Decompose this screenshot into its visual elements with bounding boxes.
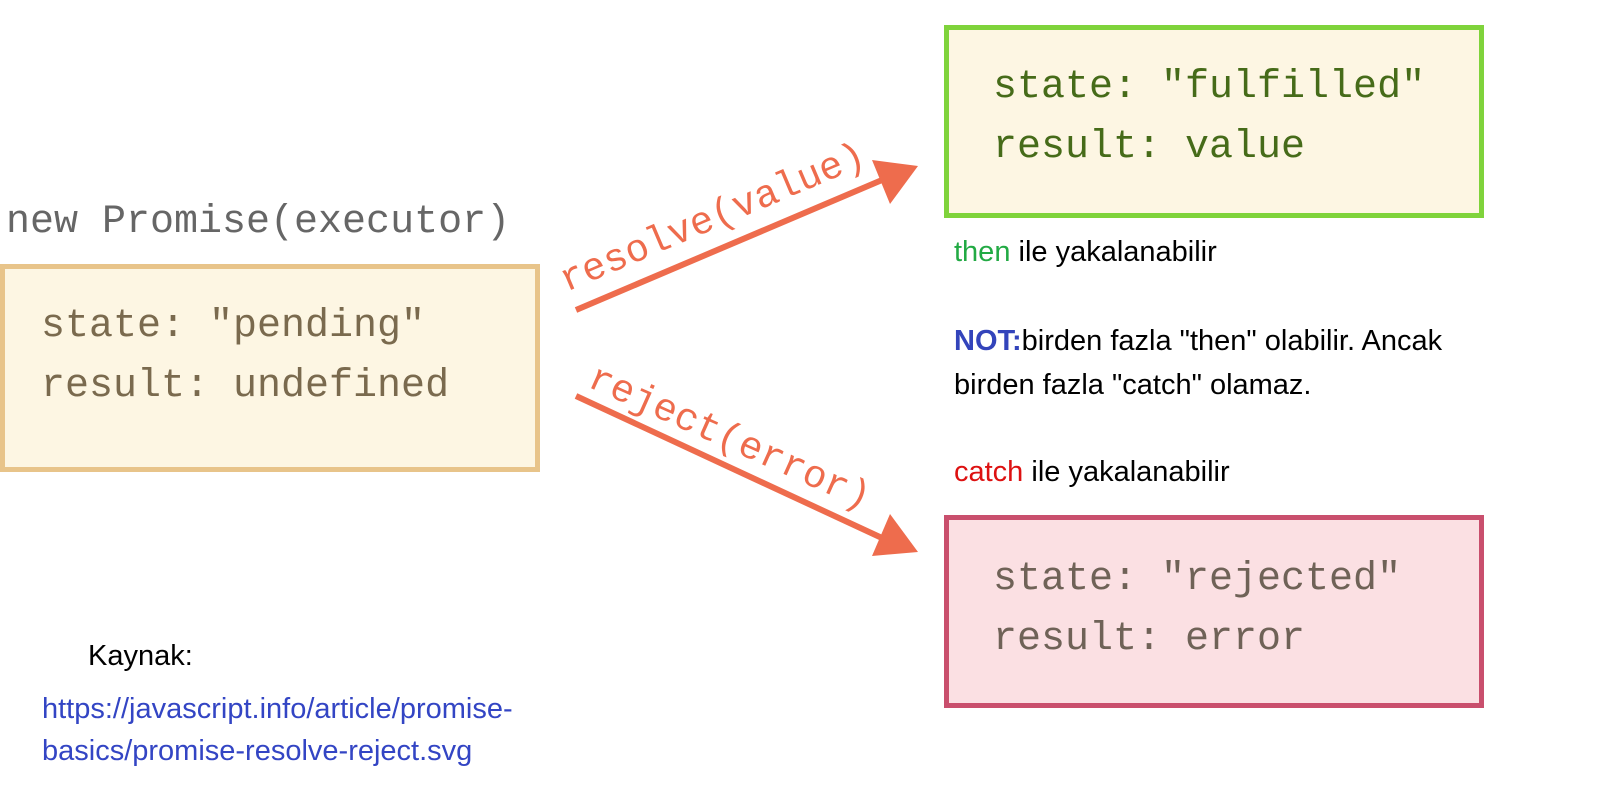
reject-label: reject(error) — [581, 357, 877, 521]
catch-note-text: ile yakalanabilir — [1023, 456, 1230, 488]
pending-state-box: state: "pending" result: undefined — [0, 264, 540, 472]
not-note-line1: NOT:birden fazla "then" olabilir. Ancak — [954, 325, 1442, 358]
rejected-state-box: state: "rejected" result: error — [944, 515, 1484, 708]
resolve-arrow — [574, 160, 918, 313]
resolve-label: resolve(value) — [553, 135, 872, 304]
not-note-text-1: birden fazla "then" olabilir. Ancak — [1021, 325, 1443, 357]
catch-keyword: catch — [954, 456, 1024, 488]
resolve-arrow-shaft — [574, 177, 884, 313]
reject-arrowhead — [872, 514, 918, 556]
not-note-line2: birden fazla "catch" olamaz. — [954, 369, 1312, 401]
source-link[interactable]: https://javascript.info/article/promise-… — [42, 693, 513, 767]
rejected-state-line: state: "rejected" — [993, 557, 1402, 602]
reject-arrow — [574, 393, 918, 556]
then-note-text: ile yakalanabilir — [1010, 236, 1217, 268]
pending-state-line: state: "pending" — [41, 304, 426, 349]
reject-arrow-shaft — [574, 393, 884, 541]
source-label: Kaynak: — [88, 640, 193, 672]
fulfilled-state-line: state: "fulfilled" — [993, 65, 1426, 110]
then-note: then ile yakalanabilir — [954, 236, 1217, 269]
rejected-result-line: result: error — [993, 617, 1306, 662]
constructor-label: new Promise(executor) — [6, 200, 511, 245]
then-keyword: then — [954, 236, 1011, 268]
catch-note: catch ile yakalanabilir — [954, 456, 1230, 489]
pending-result-line: result: undefined — [41, 364, 450, 409]
resolve-arrowhead — [872, 160, 918, 204]
fulfilled-state-box: state: "fulfilled" result: value — [944, 25, 1484, 218]
fulfilled-result-line: result: value — [993, 125, 1306, 170]
not-keyword: NOT: — [954, 325, 1022, 357]
